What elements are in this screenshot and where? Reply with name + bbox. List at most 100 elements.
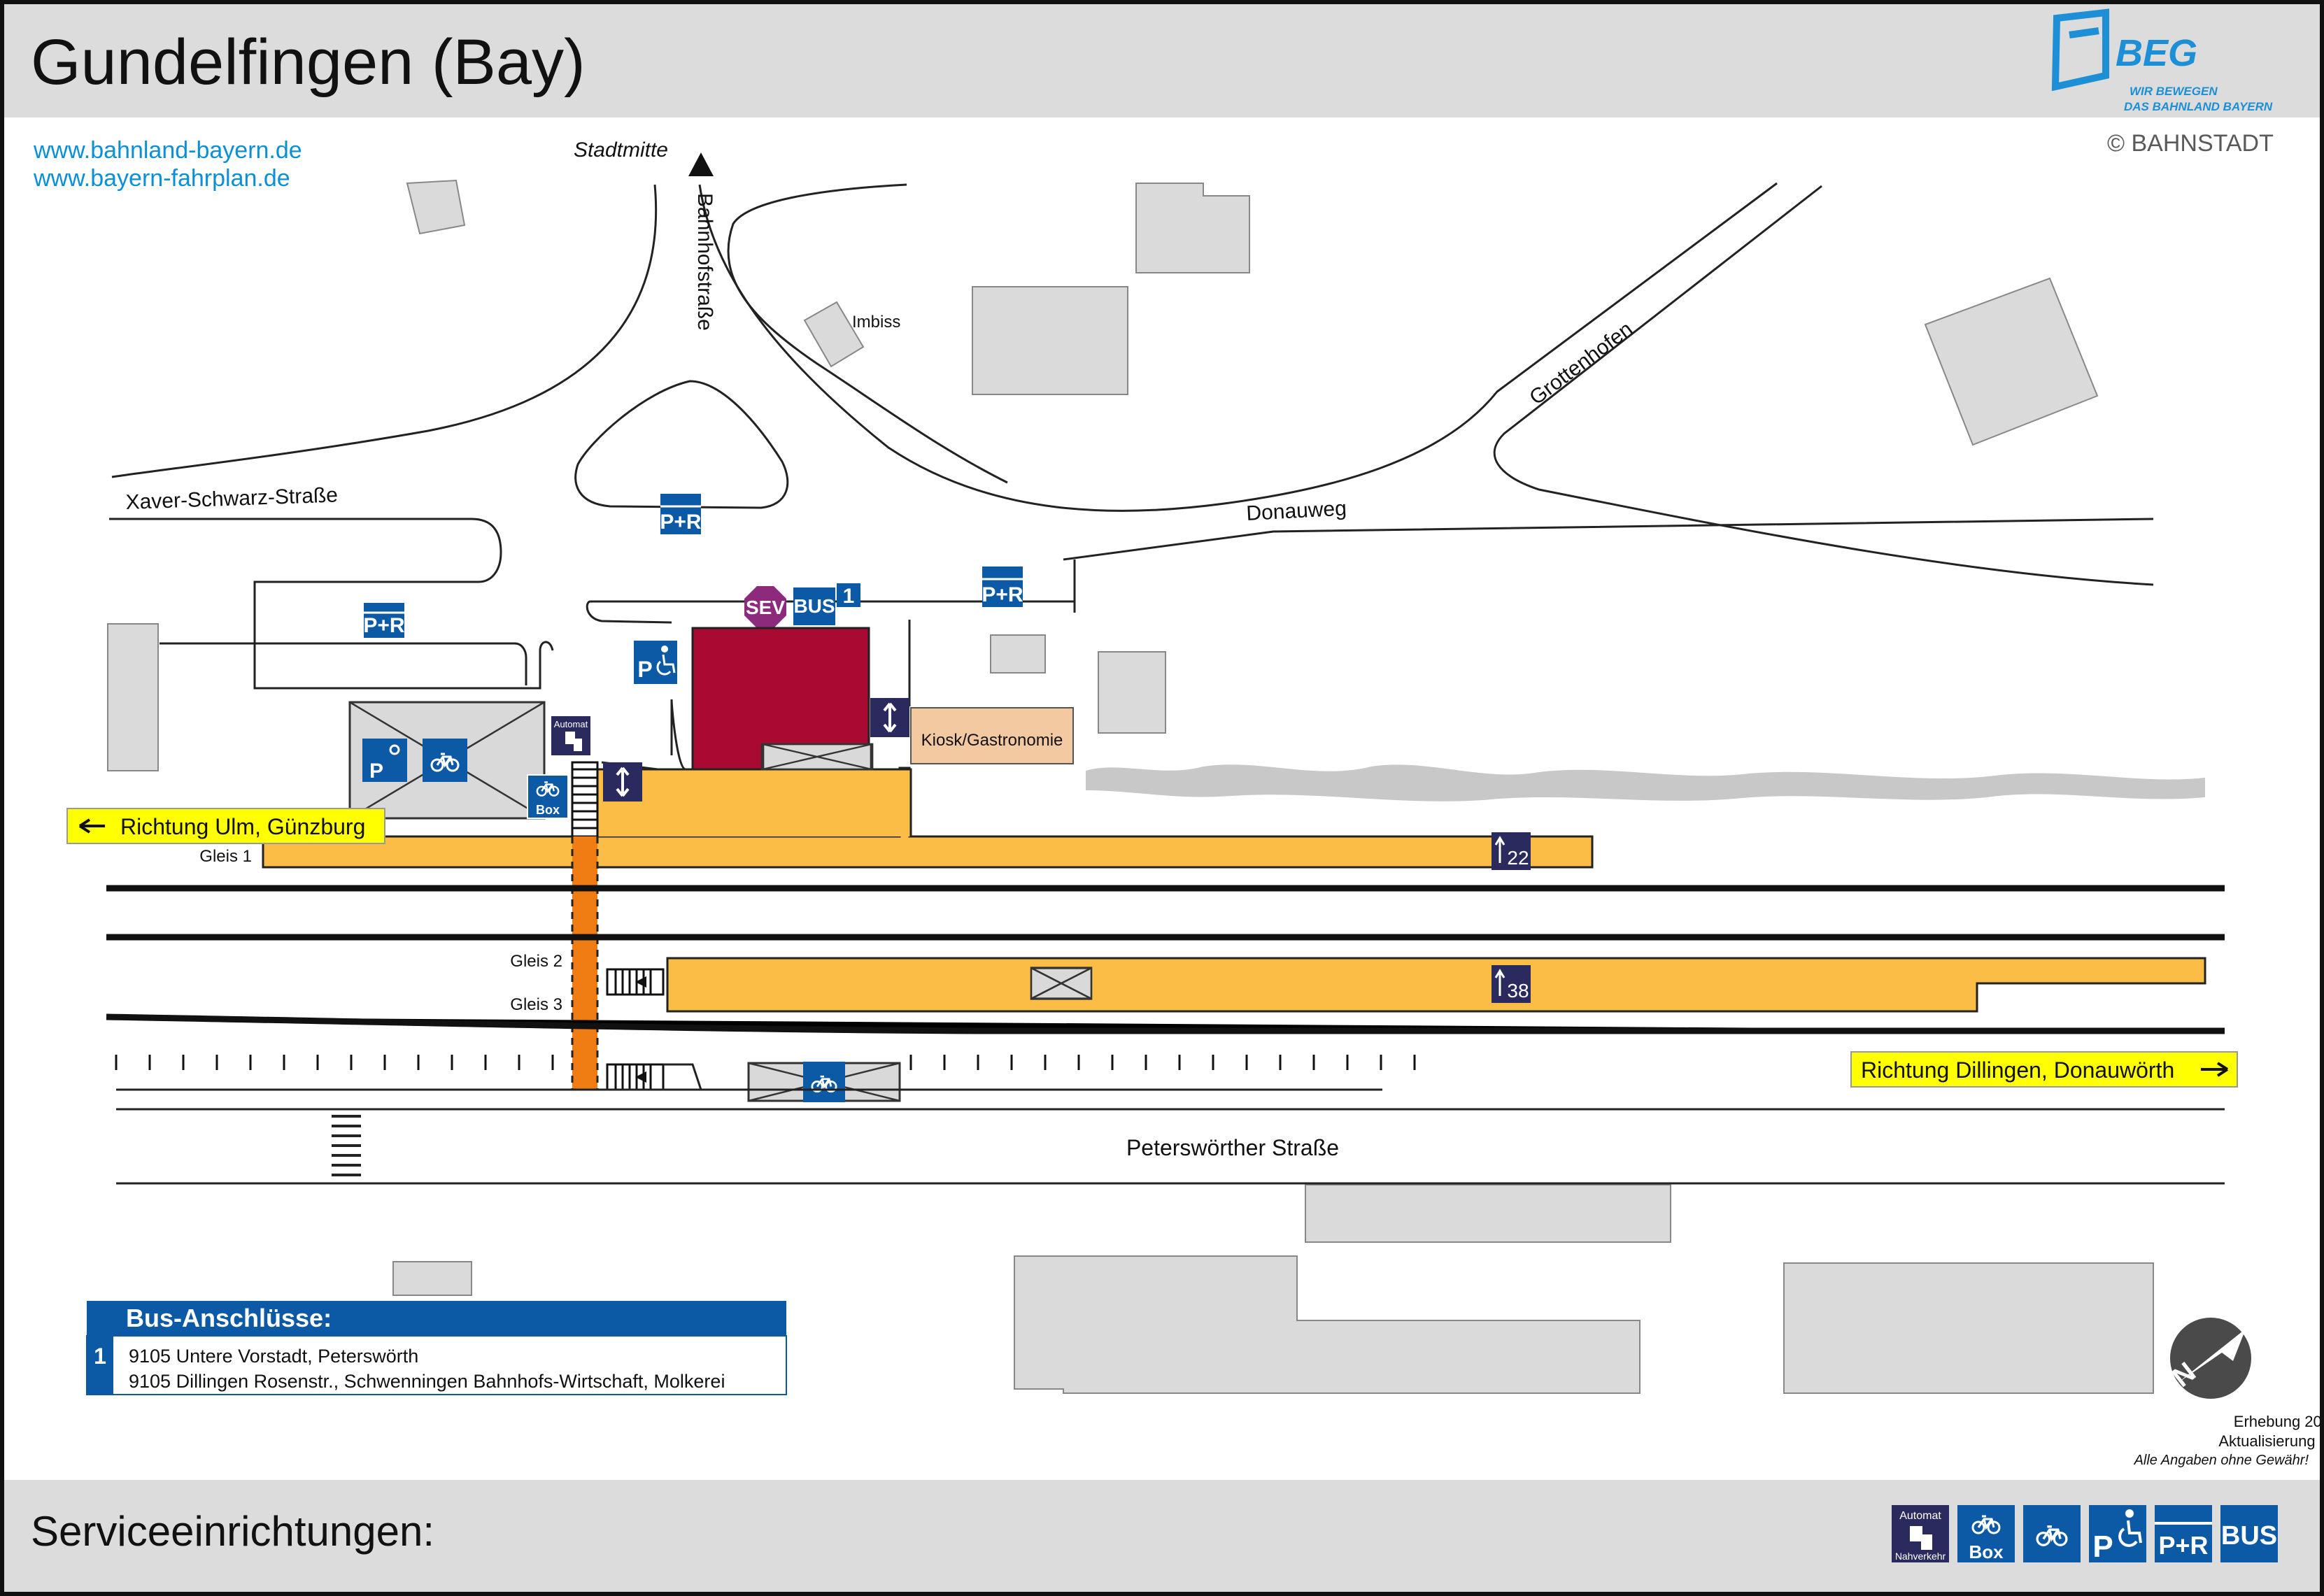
bike-parking-south	[747, 1062, 901, 1102]
north-arrow-up-icon	[688, 152, 714, 176]
bus-panel: Bus-Anschlüsse: 1 9105 Untere Vorstadt, …	[86, 1301, 787, 1395]
street-bahnhofstrasse: Bahnhofstraße	[693, 193, 716, 331]
bike-parking-icon	[2023, 1505, 2081, 1562]
svg-text:BUS: BUS	[2221, 1521, 2277, 1551]
tracks	[106, 885, 2225, 1034]
elevator-icon-forecourt	[870, 698, 909, 737]
svg-text:1: 1	[843, 585, 855, 608]
building-imbiss	[803, 301, 865, 368]
direction-ulm: Richtung Ulm, Günzburg	[66, 808, 385, 844]
bus-row-1: 9105 Untere Vorstadt, Peterswörth	[129, 1346, 418, 1367]
stairs-south	[606, 1063, 665, 1091]
compass-icon: N	[2167, 1318, 2251, 1399]
link-bahnland-bayern[interactable]: www.bahnland-bayern.de	[33, 137, 302, 164]
road-west-edge	[111, 184, 658, 478]
bike-parking-icon	[803, 1062, 845, 1102]
beg-tagline-2: DAS BAHNLAND BAYERN	[2124, 100, 2273, 113]
p-and-r-sign-island: P+R	[660, 494, 702, 534]
svg-text:P: P	[2092, 1530, 2113, 1564]
bus-icon	[793, 587, 835, 625]
bus-row-2: 9105 Dillingen Rosenstr., Schwenningen B…	[129, 1371, 725, 1392]
services-label: Serviceeinrichtungen:	[31, 1508, 434, 1555]
street-peterswoerther-label: Peterswörther Straße	[1126, 1135, 1339, 1160]
svg-text:Box: Box	[1969, 1541, 2004, 1562]
motorbike-parking-icon	[362, 739, 407, 782]
platform-gleis-2-3	[666, 957, 2206, 1013]
parking-island	[574, 380, 789, 509]
kiosk-building	[910, 707, 1074, 764]
sev-bus-stop: SEV BUS 1	[744, 583, 860, 628]
bus-panel-heading: Bus-Anschlüsse:	[126, 1304, 332, 1332]
svg-text:Nahverkehr: Nahverkehr	[1895, 1551, 1946, 1562]
p-and-r-sign-lot: P+R	[363, 603, 405, 638]
underpass	[572, 836, 597, 1090]
forecourt-west	[586, 600, 672, 624]
link-bayern-fahrplan[interactable]: www.bayern-fahrplan.de	[33, 165, 290, 192]
station-bay	[670, 699, 686, 771]
building	[1305, 1184, 1671, 1243]
building	[972, 286, 1128, 395]
beg-brand: BEG	[2116, 32, 2197, 74]
imbiss-label: Imbiss	[852, 313, 900, 332]
fence	[115, 1055, 1416, 1070]
update-year: Aktualisierung 2023	[2218, 1432, 2324, 1450]
building	[392, 1261, 472, 1296]
building	[1098, 651, 1166, 734]
bike-parking-shelter: P	[348, 701, 546, 820]
direction-dillingen: Richtung Dillingen, Donauwörth	[1850, 1051, 2238, 1088]
building	[1014, 1255, 1641, 1394]
stair-tower	[571, 761, 599, 838]
arrow-right-icon	[2201, 1062, 2229, 1077]
building	[1135, 183, 1250, 273]
park-and-ride-icon: P+R	[2155, 1505, 2212, 1562]
svg-text:BUS: BUS	[793, 595, 835, 617]
gleis-3-label: Gleis 3	[510, 995, 562, 1014]
beg-logo: BEG WIR BEWEGEN DAS BAHNLAND BAYERN	[2051, 8, 2273, 113]
station-shelter	[763, 744, 872, 769]
accessible-parking-sign: P	[634, 641, 677, 684]
header-band	[4, 4, 2320, 117]
road-north-edge	[698, 182, 1778, 512]
page-title: Gundelfingen (Bay)	[31, 27, 586, 98]
svg-text:Automat: Automat	[554, 719, 588, 729]
platform-gleis-1-forecourt	[597, 769, 911, 836]
bike-parking-icon	[423, 739, 467, 782]
building	[107, 623, 159, 771]
svg-text:1: 1	[94, 1344, 106, 1369]
p-and-r-sign-donauweg: P+R	[982, 567, 1023, 607]
svg-text:Box: Box	[536, 803, 560, 817]
platform-height-badge-1: 22	[1492, 832, 1531, 870]
stairs-platform-2-3	[606, 968, 665, 996]
disclaimer: Alle Angaben ohne Gewähr!	[2134, 1453, 2309, 1468]
svg-text:P+R: P+R	[2158, 1531, 2208, 1560]
bus-stop-number-badge	[837, 583, 860, 607]
building	[406, 179, 466, 235]
elevator-icon-underpass	[603, 762, 642, 801]
svg-text:P+R: P+R	[982, 583, 1023, 606]
beg-tagline-1: WIR BEWEGEN	[2130, 85, 2218, 98]
building	[1783, 1262, 2154, 1394]
bike-box-sign: Box	[527, 774, 569, 819]
copyright-bahnstadt: © BAHNSTADT	[2107, 130, 2274, 157]
svg-text:22: 22	[1507, 847, 1529, 869]
svg-text:P: P	[637, 657, 652, 682]
platform-height-badge-2: 38	[1492, 965, 1531, 1003]
hedge	[1086, 764, 2205, 801]
building	[990, 634, 1046, 674]
buildings	[107, 179, 2154, 1394]
gleis-2-label: Gleis 2	[510, 952, 562, 971]
bus-line-badge	[87, 1336, 113, 1395]
svg-text:P+R: P+R	[660, 511, 702, 534]
parking-lot-inner	[160, 642, 527, 685]
roads	[109, 182, 2154, 771]
parking-lot-outline	[109, 518, 554, 690]
bike-box-icon: Box	[1957, 1505, 2015, 1562]
bus-icon: BUS	[2220, 1505, 2278, 1562]
svg-text:Richtung Ulm, Günzburg: Richtung Ulm, Günzburg	[120, 814, 365, 839]
street-peterswoerther	[116, 1088, 2225, 1185]
survey-year: Erhebung 2019	[2234, 1413, 2324, 1430]
svg-text:Richtung Dillingen, Donauwörth: Richtung Dillingen, Donauwörth	[1861, 1057, 2174, 1083]
street-donauweg: Donauweg	[1246, 497, 1347, 525]
svg-text:P: P	[369, 760, 383, 783]
